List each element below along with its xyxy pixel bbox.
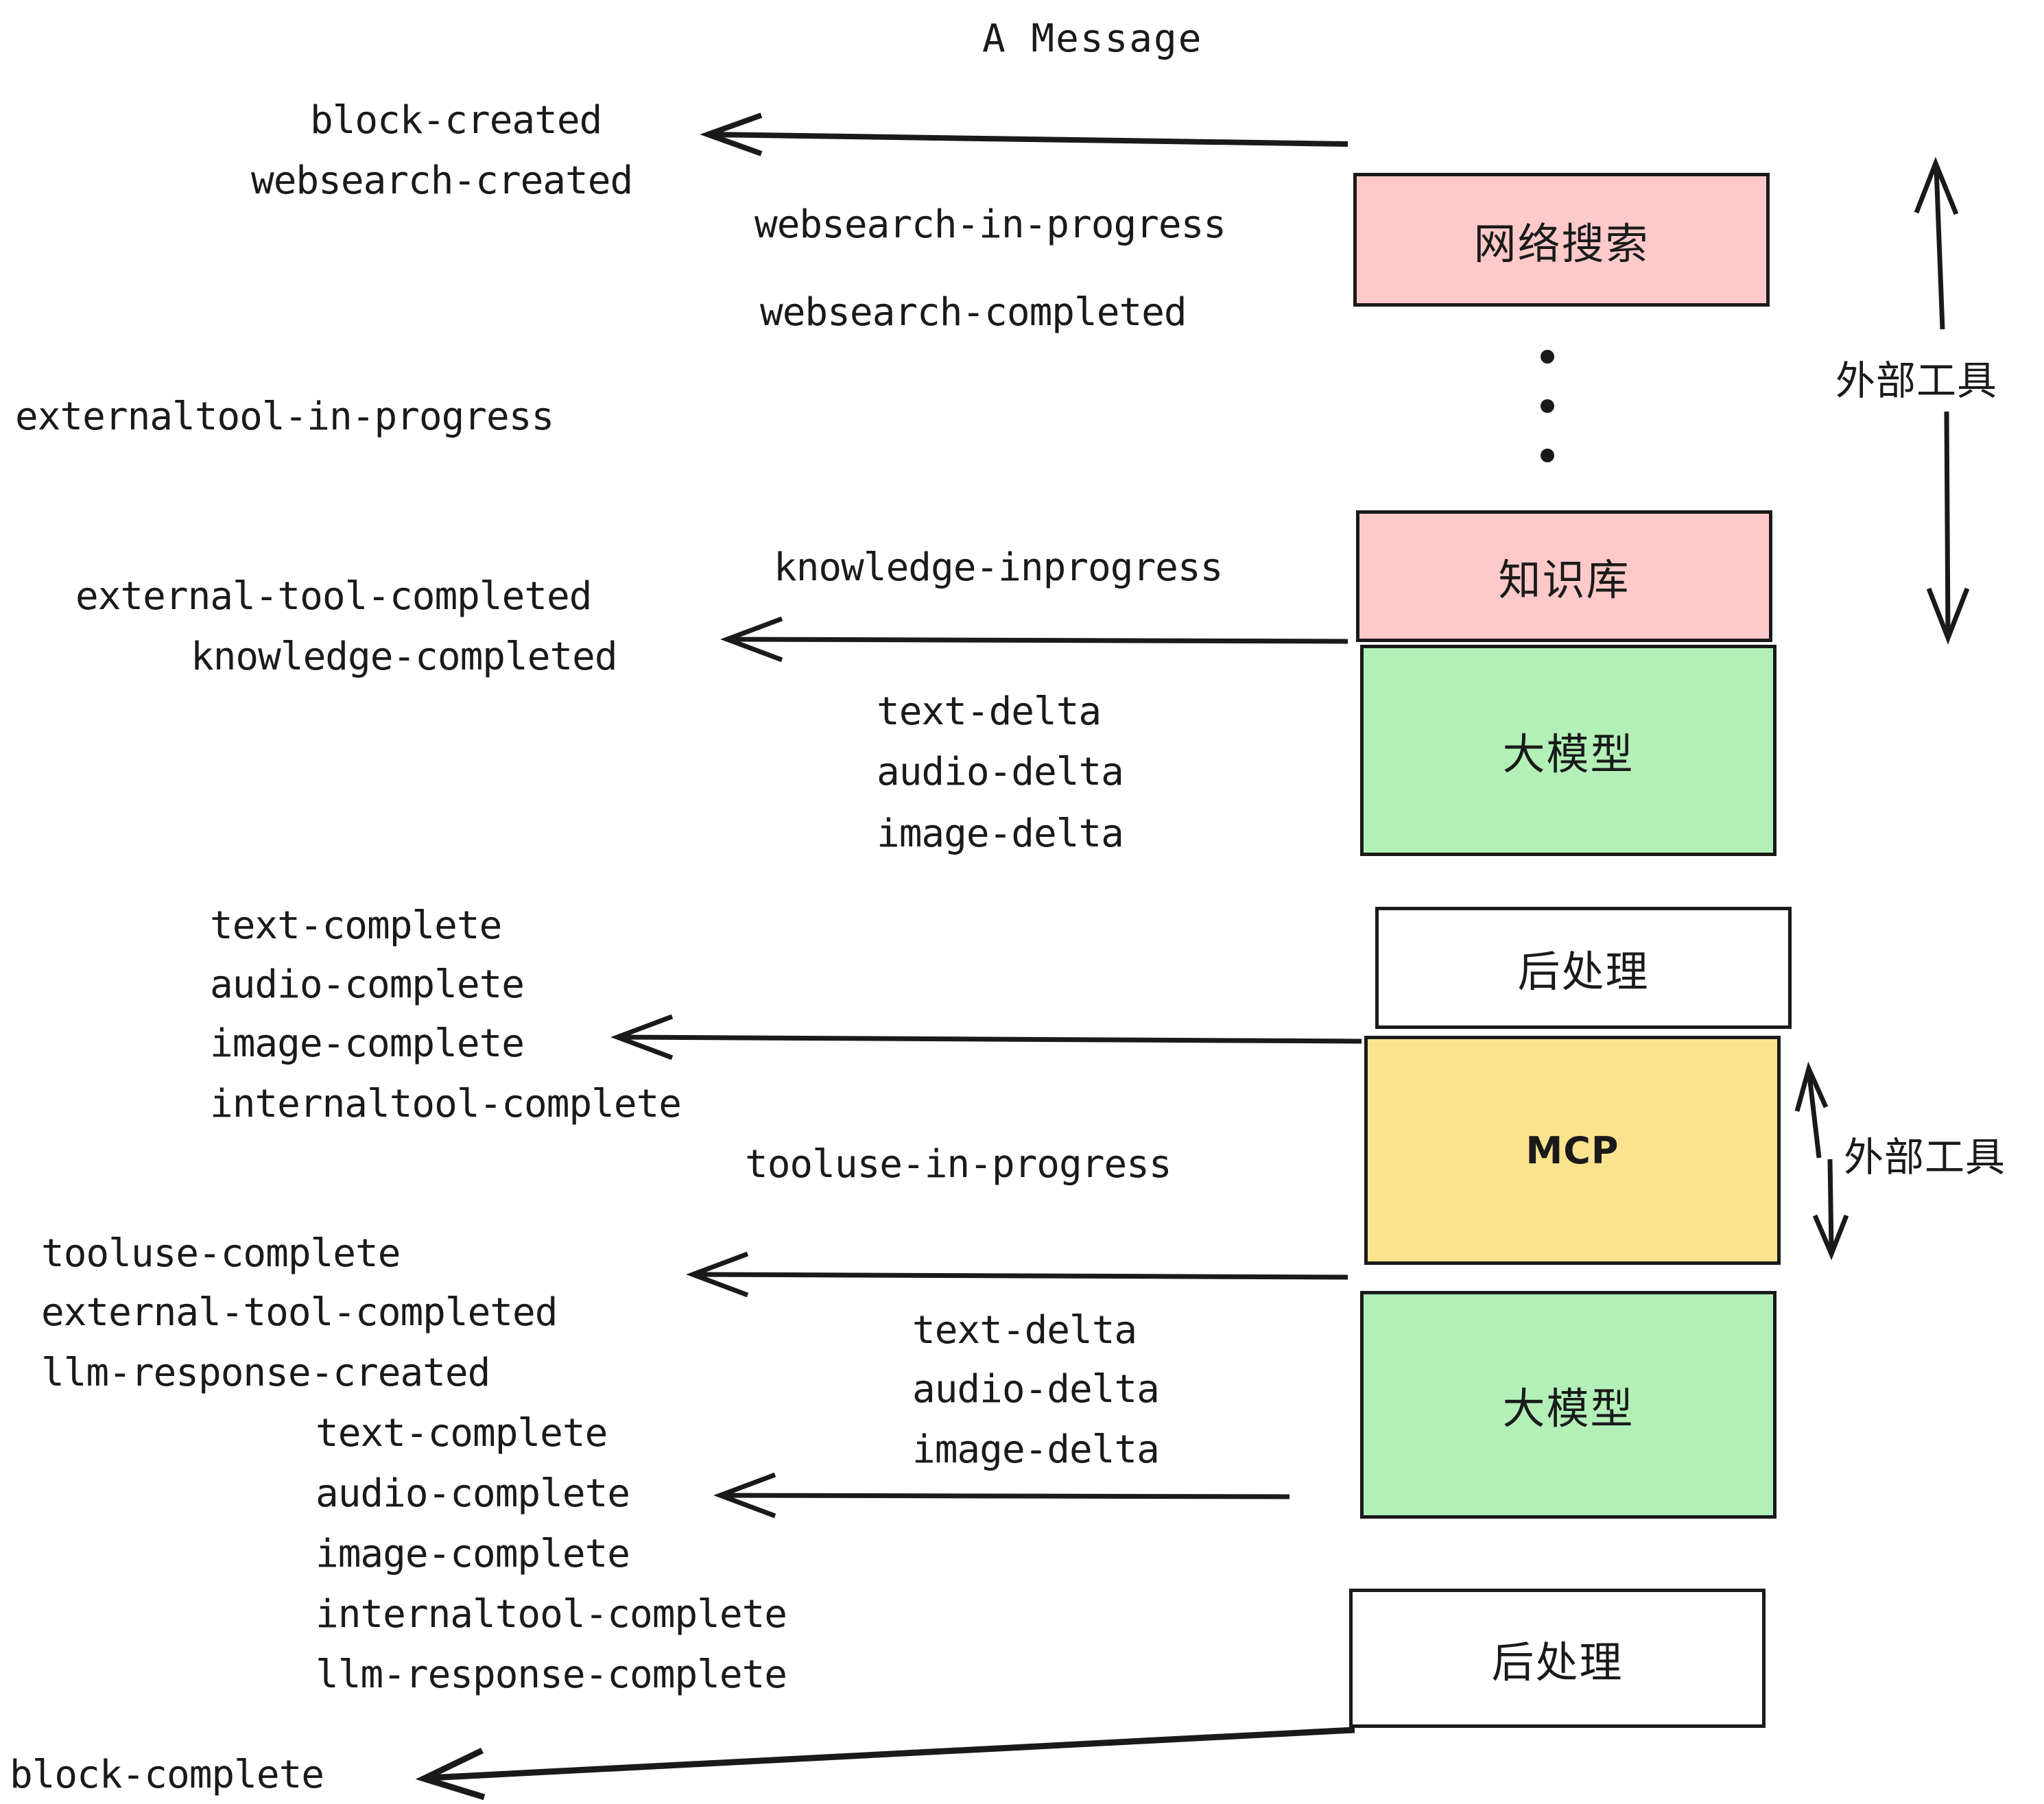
event-knowledge-completed: knowledge-completed <box>191 634 618 679</box>
event-websearch-created: websearch-created <box>251 158 633 203</box>
side-label-external-tools-top: 外部工具 <box>1835 357 1998 404</box>
ellipsis-dot-3 <box>1541 449 1554 462</box>
arrow-llm2-to-audio-complete <box>713 1472 1290 1519</box>
node-llm-1[interactable]: 大模型 <box>1360 645 1776 856</box>
ellipsis-dot-1 <box>1541 350 1554 364</box>
node-postprocess-1[interactable]: 后处理 <box>1375 907 1792 1029</box>
event-text-complete-1: text-complete <box>210 903 502 948</box>
event-audio-complete-1: audio-complete <box>210 962 525 1007</box>
event-internaltool-complete-2: internaltool-complete <box>316 1592 787 1637</box>
event-websearch-in-progress: websearch-in-progress <box>754 202 1226 247</box>
node-mcp[interactable]: MCP <box>1364 1036 1781 1265</box>
event-externaltool-in-progress: externaltool-in-progress <box>15 394 554 439</box>
node-websearch-label: 网络搜索 <box>1473 218 1650 269</box>
node-knowledge[interactable]: 知识库 <box>1356 510 1772 642</box>
node-postprocess-1-label: 后处理 <box>1517 947 1650 997</box>
event-block-complete: block-complete <box>10 1753 324 1797</box>
node-llm-1-label: 大模型 <box>1502 729 1635 779</box>
node-postprocess-2[interactable]: 后处理 <box>1349 1589 1766 1728</box>
side-label-external-tools-bottom: 外部工具 <box>1844 1134 2006 1180</box>
event-image-delta-1: image-delta <box>877 811 1124 856</box>
event-image-delta-2: image-delta <box>912 1427 1160 1472</box>
node-llm-2[interactable]: 大模型 <box>1360 1291 1776 1519</box>
arrow-postprocess1-to-image-complete <box>610 1014 1362 1060</box>
event-image-complete-2: image-complete <box>316 1532 630 1576</box>
event-image-complete-1: image-complete <box>210 1021 525 1066</box>
ellipsis-dot-2 <box>1541 399 1554 413</box>
node-postprocess-2-label: 后处理 <box>1491 1637 1624 1687</box>
external-tools-bottom-arrows <box>1794 1061 1849 1261</box>
event-knowledge-inprogress: knowledge-inprogress <box>774 545 1223 590</box>
event-external-tool-completed-1: external-tool-completed <box>75 574 592 619</box>
event-audio-delta-2: audio-delta <box>912 1367 1160 1412</box>
arrow-mcp-to-tooluse-complete <box>686 1251 1348 1298</box>
event-tooluse-complete: tooluse-complete <box>41 1231 401 1276</box>
event-audio-delta-1: audio-delta <box>877 750 1124 794</box>
event-audio-complete-2: audio-complete <box>316 1471 630 1516</box>
event-internaltool-complete-1: internaltool-complete <box>210 1082 682 1126</box>
node-mcp-label: MCP <box>1525 1128 1619 1172</box>
event-block-created: block-created <box>310 98 602 143</box>
event-external-tool-completed-2: external-tool-completed <box>41 1290 558 1335</box>
diagram-title: A Message <box>982 16 1203 61</box>
node-websearch[interactable]: 网络搜索 <box>1353 173 1770 307</box>
arrow-websearch-to-block-created <box>700 112 1348 156</box>
event-text-delta-2: text-delta <box>912 1308 1137 1353</box>
event-text-delta-1: text-delta <box>877 689 1102 734</box>
event-tooluse-in-progress: tooluse-in-progress <box>745 1142 1172 1187</box>
arrow-postprocess2-to-block-complete <box>415 1726 1355 1801</box>
event-websearch-completed: websearch-completed <box>760 290 1187 335</box>
event-llm-response-created: llm-response-created <box>41 1351 490 1395</box>
arrow-knowledge-to-knowledge-completed <box>720 616 1348 663</box>
node-llm-2-label: 大模型 <box>1502 1384 1635 1434</box>
node-knowledge-label: 知识库 <box>1498 555 1630 605</box>
event-llm-response-complete: llm-response-complete <box>316 1652 787 1697</box>
event-text-complete-2: text-complete <box>316 1411 608 1456</box>
